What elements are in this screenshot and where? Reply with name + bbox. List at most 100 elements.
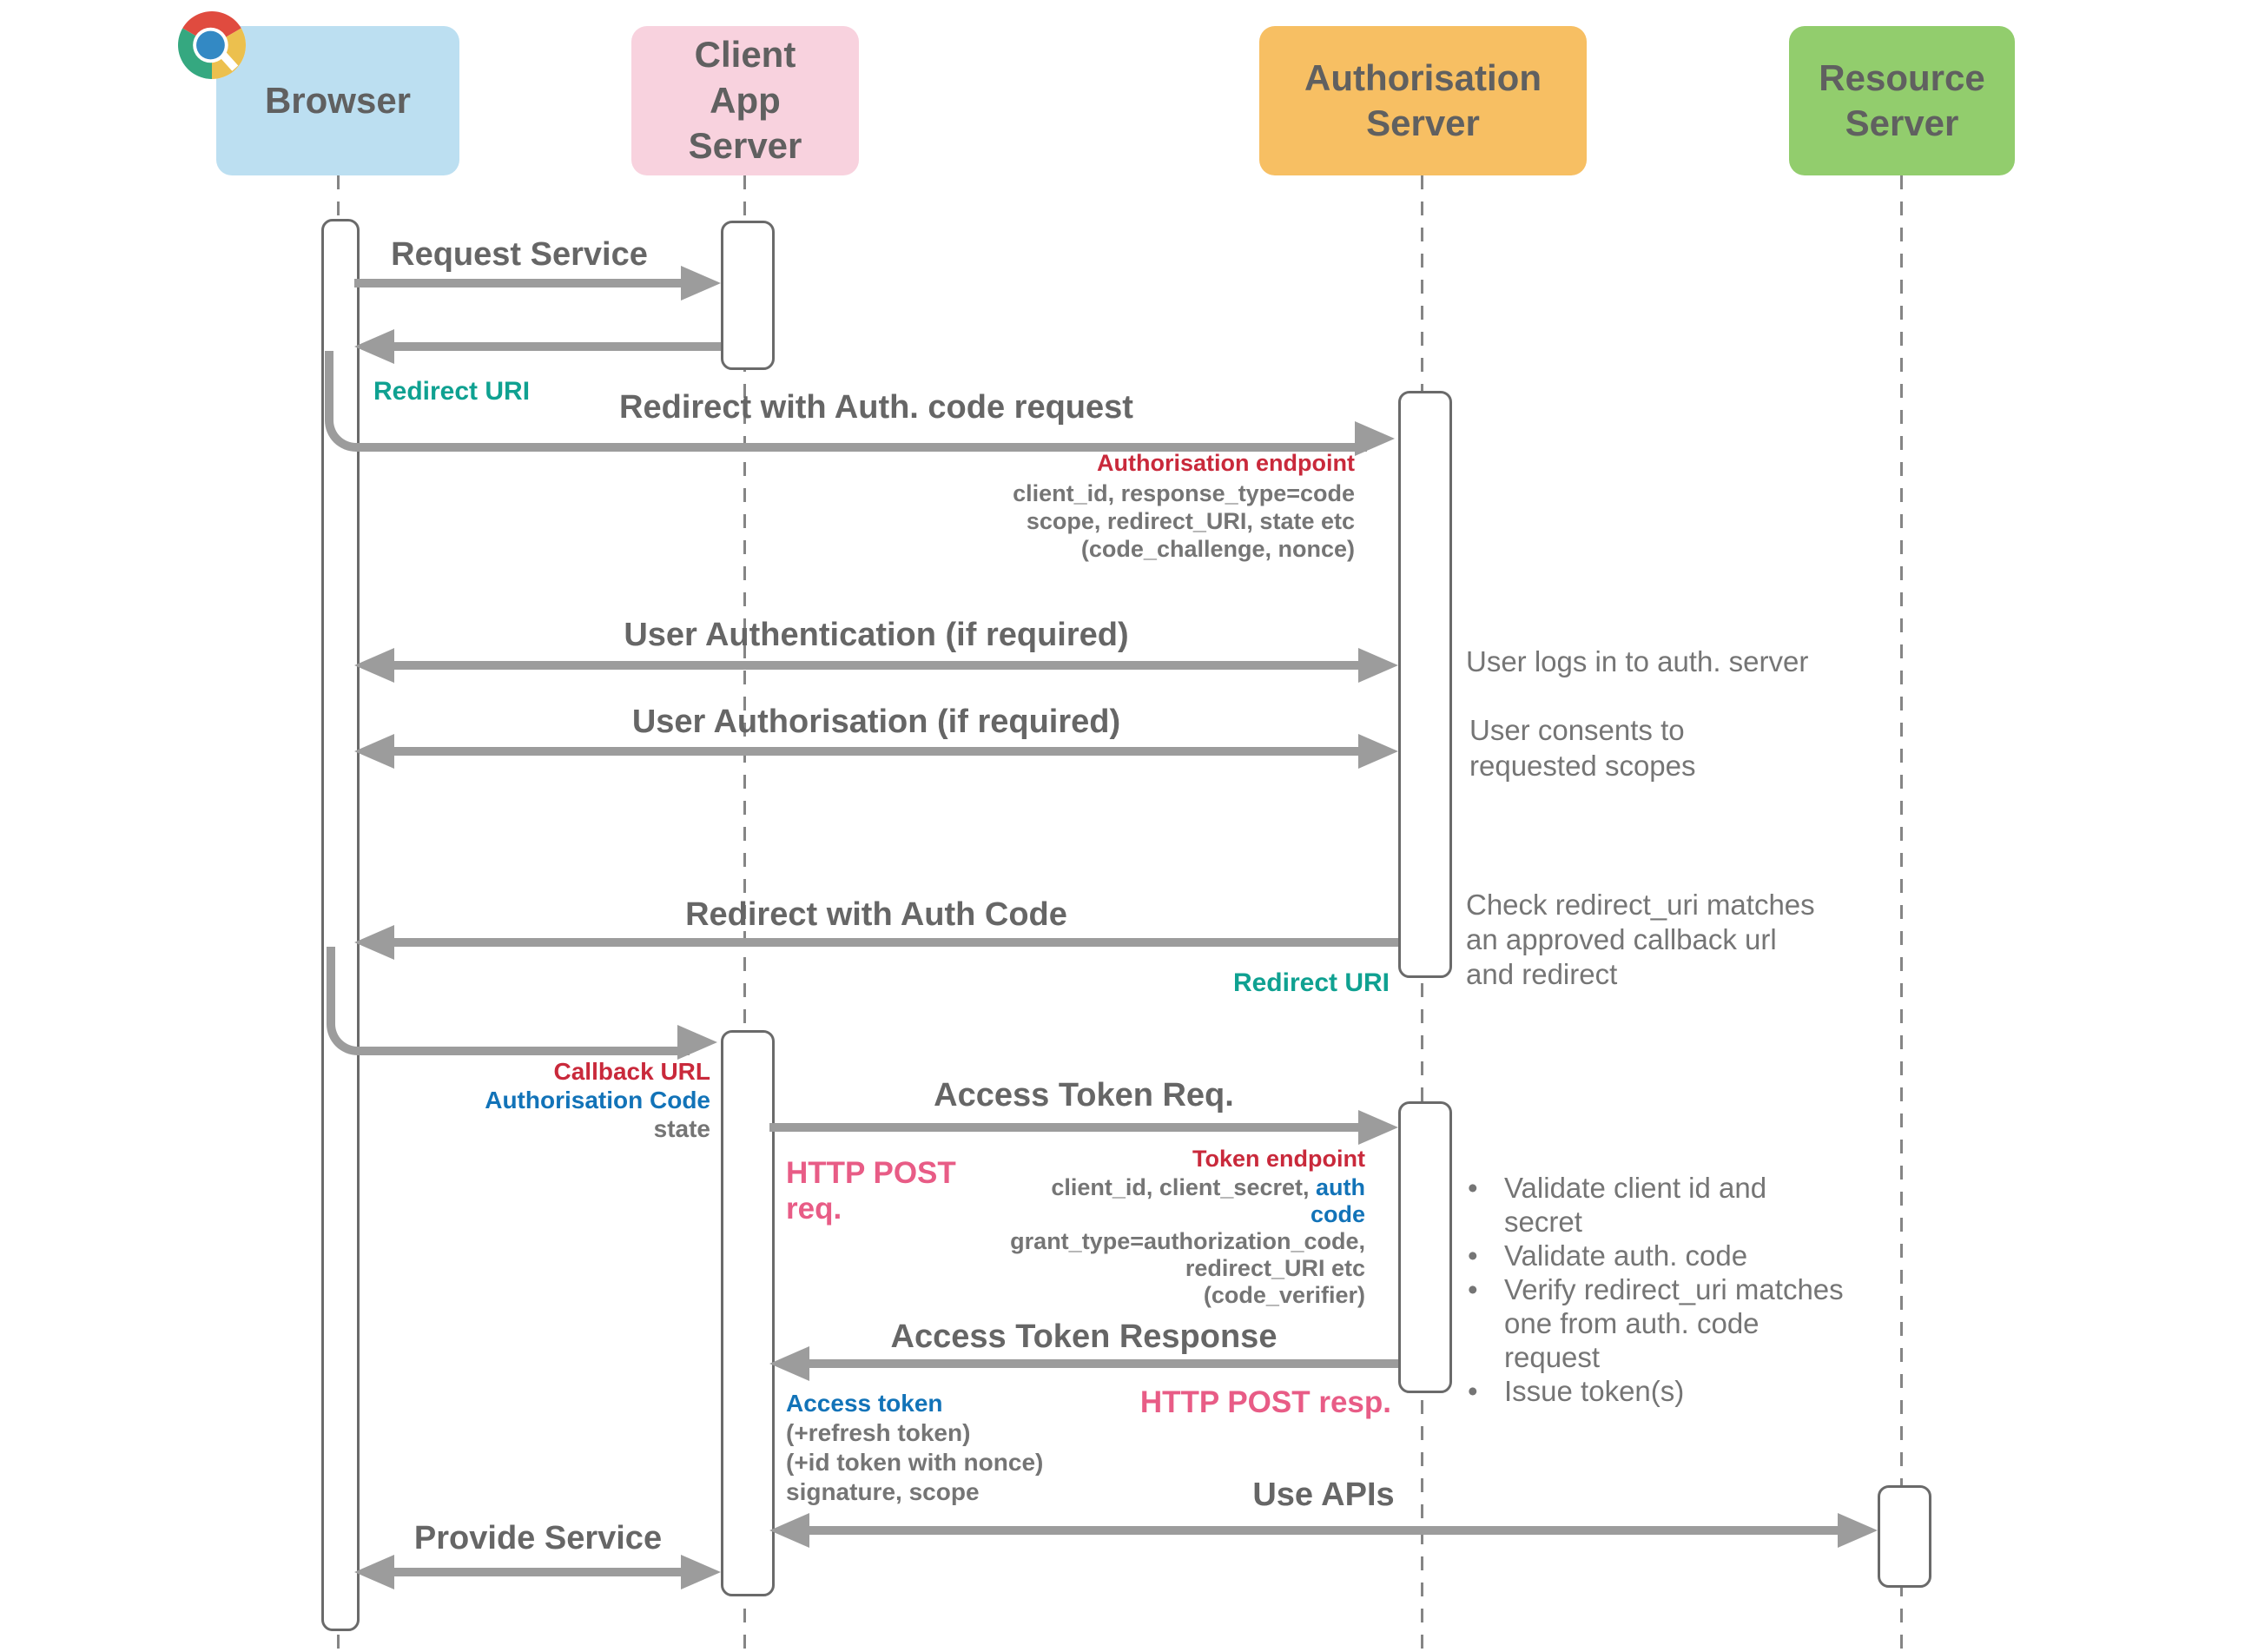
message-use-apis: Use APIs bbox=[1252, 1477, 1395, 1513]
message-redirect-with-auth-code: Redirect with Auth Code bbox=[685, 896, 1067, 933]
activation-auth-1 bbox=[1398, 391, 1452, 978]
bullet-icon: • bbox=[1468, 1239, 1478, 1272]
label-callback-url: Callback URL bbox=[553, 1058, 711, 1085]
list-item-text: Issue token(s) bbox=[1504, 1375, 1685, 1407]
arrow-redirect-auth-code-request bbox=[325, 351, 1367, 452]
arrow-access-token-response bbox=[806, 1359, 1398, 1368]
note-line: requested scopes bbox=[1469, 750, 1696, 782]
activation-auth-2 bbox=[1398, 1101, 1452, 1393]
access-token-line: signature, scope bbox=[786, 1478, 980, 1505]
message-access-token-response: Access Token Response bbox=[890, 1318, 1278, 1355]
arrow-callback-redirect bbox=[327, 947, 690, 1055]
arrow-user-authentication bbox=[391, 661, 1362, 670]
lifeline-resource-server bbox=[1900, 175, 1903, 1652]
token-param-prefix: client_id, client_secret, bbox=[1051, 1174, 1316, 1200]
label-state: state bbox=[653, 1115, 710, 1142]
arrowhead-right-icon bbox=[1358, 1110, 1398, 1145]
note-line: Check redirect_uri matches bbox=[1466, 889, 1815, 921]
list-item-text: Validate auth. code bbox=[1504, 1239, 1748, 1272]
token-param-line: grant_type=authorization_code, bbox=[1010, 1228, 1365, 1254]
access-token-line: (+refresh token) bbox=[786, 1419, 971, 1446]
message-provide-service: Provide Service bbox=[413, 1520, 663, 1556]
arrowhead-right-icon bbox=[1358, 734, 1398, 769]
arrowhead-right-icon bbox=[1355, 421, 1395, 456]
activation-resource bbox=[1878, 1485, 1931, 1588]
actor-client-app-server-label: Client App Server bbox=[688, 34, 802, 167]
arrow-access-token-req bbox=[769, 1123, 1362, 1132]
label-http-post-resp: HTTP POST resp. bbox=[1139, 1385, 1391, 1419]
note-line: an approved callback url bbox=[1466, 923, 1777, 955]
message-redirect-auth-code-request: Redirect with Auth. code request bbox=[619, 389, 1133, 426]
arrowhead-right-icon bbox=[681, 1555, 721, 1589]
arrow-request-service bbox=[354, 279, 684, 287]
label-token-endpoint: Token endpoint bbox=[1192, 1146, 1365, 1172]
note-check-redirect-uri: Check redirect_uri matches an approved c… bbox=[1466, 888, 1815, 992]
message-access-token-req: Access Token Req. bbox=[934, 1077, 1234, 1113]
note-user-consents: User consents to requested scopes bbox=[1469, 712, 1696, 783]
label-line: HTTP POST bbox=[786, 1156, 956, 1190]
lifeline-client-app-server bbox=[743, 175, 746, 1652]
auth-endpoint-param-line: scope, redirect_URI, state etc bbox=[1026, 508, 1355, 534]
actor-authorisation-server-label: Authorisation Server bbox=[1304, 56, 1542, 144]
token-param-line: client_id, client_secret, auth code bbox=[999, 1174, 1365, 1228]
auth-endpoint-param-line: (code_challenge, nonce) bbox=[1080, 536, 1355, 562]
label-auth-code: auth code bbox=[1310, 1174, 1365, 1227]
arrowhead-left-icon bbox=[354, 329, 394, 364]
auth-endpoint-param-line: client_id, response_type=code bbox=[1013, 480, 1355, 506]
label-authorisation-code: Authorisation Code bbox=[485, 1087, 710, 1113]
bullet-icon: • bbox=[1468, 1172, 1478, 1204]
label-line: req. bbox=[786, 1192, 842, 1226]
message-request-service: Request Service bbox=[391, 236, 648, 273]
activation-client-2 bbox=[721, 1030, 775, 1596]
arrowhead-right-icon bbox=[1838, 1513, 1878, 1548]
callback-params-block: Callback URL Authorisation Code state bbox=[450, 1057, 710, 1143]
list-item: • Validate client id and secret bbox=[1468, 1171, 1852, 1239]
label-redirect-uri-2: Redirect URI bbox=[1232, 968, 1390, 997]
list-item: • Verify redirect_uri matches one from au… bbox=[1468, 1272, 1852, 1374]
arrowhead-right-icon bbox=[1358, 648, 1398, 683]
actor-client-app-server: Client App Server bbox=[631, 26, 859, 175]
actor-browser-label: Browser bbox=[264, 79, 412, 121]
arrowhead-left-icon bbox=[354, 1555, 394, 1589]
actor-authorisation-server: Authorisation Server bbox=[1259, 26, 1587, 175]
arrowhead-right-icon bbox=[681, 266, 721, 301]
note-line: User consents to bbox=[1469, 714, 1685, 746]
arrowhead-left-icon bbox=[354, 648, 394, 683]
arrow-provide-service bbox=[391, 1568, 684, 1576]
token-param-line: redirect_URI etc bbox=[1185, 1255, 1365, 1281]
list-item: • Issue token(s) bbox=[1468, 1374, 1852, 1408]
label-redirect-uri-1: Redirect URI bbox=[373, 377, 531, 406]
authorisation-endpoint-block: Authorisation endpoint client_id, respon… bbox=[938, 449, 1355, 563]
list-item-text: Validate client id and secret bbox=[1504, 1172, 1767, 1238]
label-authorisation-endpoint: Authorisation endpoint bbox=[1097, 450, 1355, 476]
bullet-icon: • bbox=[1468, 1375, 1478, 1407]
arrowhead-left-icon bbox=[769, 1346, 809, 1381]
label-http-post-req: HTTP POST req. bbox=[786, 1155, 956, 1226]
list-item-text: Verify redirect_uri matches one from aut… bbox=[1504, 1273, 1844, 1373]
token-endpoint-block: Token endpoint client_id, client_secret,… bbox=[999, 1146, 1365, 1309]
auth-server-validation-list: • Validate client id and secret • Validate… bbox=[1468, 1171, 1852, 1408]
arrow-user-authorisation bbox=[391, 747, 1362, 756]
token-param-line: (code_verifier) bbox=[1203, 1282, 1365, 1308]
actor-resource-server-label: Resource Server bbox=[1819, 56, 1985, 144]
arrowhead-left-icon bbox=[354, 734, 394, 769]
activation-client-1 bbox=[721, 221, 775, 370]
message-user-authorisation: User Authorisation (if required) bbox=[631, 704, 1121, 740]
note-user-logs-in: User logs in to auth. server bbox=[1466, 645, 1809, 677]
message-user-authentication: User Authentication (if required) bbox=[624, 617, 1129, 653]
arrowhead-left-icon bbox=[354, 925, 394, 960]
arrow-redirect-with-auth-code bbox=[391, 938, 1398, 947]
actor-browser: Browser bbox=[216, 26, 459, 175]
access-token-block: Access token (+refresh token) (+id token… bbox=[786, 1389, 1043, 1507]
label-access-token: Access token bbox=[786, 1390, 943, 1417]
arrow-return-service bbox=[391, 342, 721, 351]
arrowhead-right-icon bbox=[677, 1025, 717, 1060]
actor-resource-server: Resource Server bbox=[1789, 26, 2015, 175]
access-token-line: (+id token with nonce) bbox=[786, 1449, 1044, 1476]
chrome-browser-icon bbox=[178, 11, 246, 79]
note-line: and redirect bbox=[1466, 958, 1618, 990]
bullet-icon: • bbox=[1468, 1273, 1478, 1305]
arrow-use-apis bbox=[806, 1526, 1841, 1535]
arrowhead-left-icon bbox=[769, 1513, 809, 1548]
